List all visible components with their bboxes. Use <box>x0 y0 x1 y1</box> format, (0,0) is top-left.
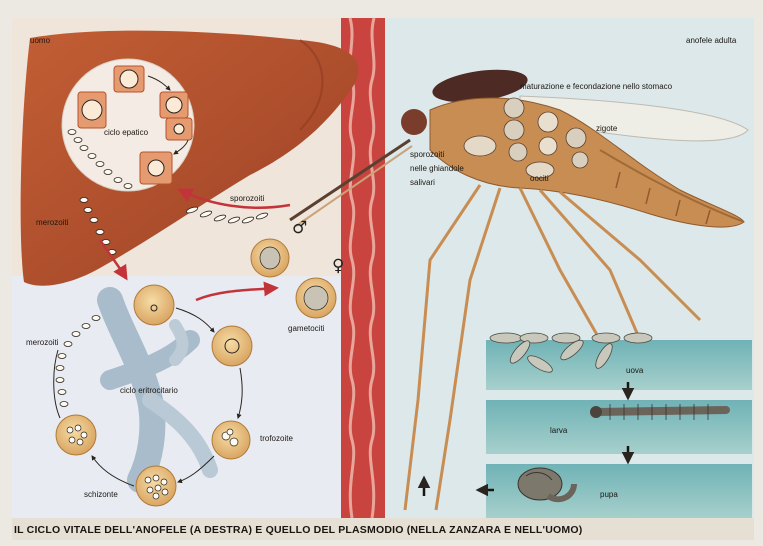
label-schizonte: schizonte <box>84 490 118 499</box>
label-uomo: uomo <box>30 36 50 45</box>
label-uova: uova <box>626 366 643 375</box>
label-larva: larva <box>550 426 567 435</box>
label-ciclo-epatico: ciclo epatico <box>104 128 148 137</box>
label-ciclo-eritrocitario: ciclo eritrocitario <box>120 386 178 395</box>
label-oociti: oociti <box>530 174 549 183</box>
label-gametociti: gametociti <box>288 324 324 333</box>
figure-caption: IL CICLO VITALE DELL'ANOFELE (A DESTRA) … <box>14 524 754 536</box>
label-zigote: zigote <box>596 124 617 133</box>
label-maturazione: maturazione e fecondazione nello stomaco <box>520 82 672 91</box>
label-sporozoiti-ghiandole-3: salivari <box>410 178 435 187</box>
label-anofele-adulta: anofele adulta <box>686 36 736 45</box>
label-sporozoiti-ghiandole-2: nelle ghiandole <box>410 164 464 173</box>
label-pupa: pupa <box>600 490 618 499</box>
label-merozoiti-left: merozoiti <box>26 338 58 347</box>
label-sporozoiti: sporozoiti <box>230 194 264 203</box>
label-sporozoiti-ghiandole-1: sporozoiti <box>410 150 444 159</box>
label-trofozoite: trofozoite <box>260 434 293 443</box>
female-symbol: ♀ <box>332 256 344 276</box>
male-symbol: ♂ <box>292 218 307 238</box>
label-merozoiti-top: merozoiti <box>36 218 68 227</box>
